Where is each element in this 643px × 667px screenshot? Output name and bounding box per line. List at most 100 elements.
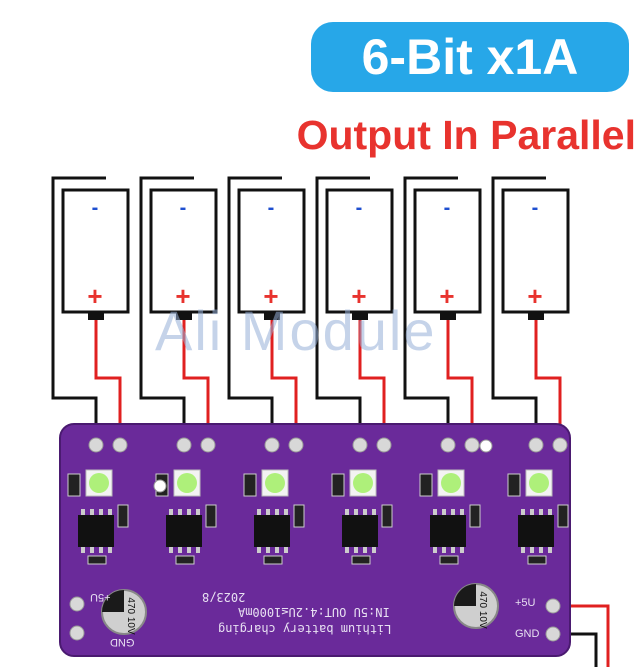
ic-pin	[433, 509, 437, 515]
positive-sign: +	[175, 281, 190, 311]
capacitor-stripe	[102, 590, 124, 612]
smd-part	[117, 504, 129, 528]
capacitor-label: 470 10V	[477, 591, 488, 629]
ic-pin	[187, 509, 191, 515]
positive-wire	[534, 318, 562, 440]
negative-sign: -	[268, 197, 275, 219]
battery-terminal	[352, 312, 368, 320]
pad-gnd-left	[69, 625, 85, 641]
ic-pin	[548, 509, 552, 515]
ic-pin	[372, 547, 376, 553]
ic-pin	[90, 547, 94, 553]
pad-5v-left	[69, 596, 85, 612]
negative-wire	[491, 176, 546, 440]
capacitor-stripe	[454, 584, 476, 606]
smd-part	[293, 504, 305, 528]
ic-pin	[451, 509, 455, 515]
ic-chip	[166, 515, 202, 547]
smd-resistor	[263, 555, 283, 565]
ic-pin	[372, 509, 376, 515]
watermark: Ali Module	[155, 299, 437, 362]
positive-sign: +	[527, 281, 542, 311]
ic-chip	[430, 515, 466, 547]
pad-positive	[376, 437, 392, 453]
positive-wire	[182, 318, 210, 440]
ic-pin	[108, 509, 112, 515]
positive-sign: +	[351, 281, 366, 311]
pad-positive	[200, 437, 216, 453]
board-label-line1: Lithium battery charging	[218, 622, 392, 636]
battery-terminal	[264, 312, 280, 320]
ic-pin	[90, 509, 94, 515]
ic-pin	[196, 509, 200, 515]
pad-negative	[440, 437, 456, 453]
mounting-hole	[479, 439, 493, 453]
mounting-hole	[153, 479, 167, 493]
battery-cell	[325, 188, 394, 314]
smd-part	[557, 504, 569, 528]
led-light	[177, 473, 197, 493]
capacitor-label: 470 10V	[125, 597, 136, 635]
smd-part	[507, 473, 521, 497]
battery-terminal	[88, 312, 104, 320]
pad-positive	[464, 437, 480, 453]
ic-pin	[266, 547, 270, 553]
ic-pin	[530, 509, 534, 515]
positive-wire	[270, 318, 298, 440]
ic-pin	[442, 509, 446, 515]
pin-label-plus-right: +5U	[515, 597, 536, 609]
ic-pin	[363, 547, 367, 553]
pad-negative	[264, 437, 280, 453]
positive-sign: +	[87, 281, 102, 311]
pad-gnd	[545, 626, 561, 642]
battery-terminal	[176, 312, 192, 320]
smd-resistor	[351, 555, 371, 565]
ic-pin	[81, 509, 85, 515]
ic-pin	[530, 547, 534, 553]
smd-resistor	[87, 555, 107, 565]
board-label-date: 2023/8	[202, 590, 246, 604]
ic-pin	[354, 547, 358, 553]
ic-pin	[284, 509, 288, 515]
ic-pin	[539, 547, 543, 553]
ic-chip	[342, 515, 378, 547]
positive-sign: +	[263, 281, 278, 311]
ic-pin	[275, 547, 279, 553]
pin-label-gnd-left: GND	[110, 636, 135, 648]
ic-pin	[108, 547, 112, 553]
ic-pin	[363, 509, 367, 515]
board-label-line2: IN:5U OUT:4.2U≤1000mA	[238, 605, 390, 619]
pad-positive	[288, 437, 304, 453]
pin-label-gnd-right: GND	[515, 628, 540, 640]
charging-board: 470 10V 470 10V	[59, 423, 571, 657]
negative-wire	[227, 176, 282, 440]
pad-negative	[176, 437, 192, 453]
ic-pin	[451, 547, 455, 553]
ic-pin	[284, 547, 288, 553]
battery-terminal	[440, 312, 456, 320]
smd-part	[381, 504, 393, 528]
ic-chip	[518, 515, 554, 547]
ic-pin	[548, 547, 552, 553]
wires	[51, 176, 610, 667]
smd-part	[419, 473, 433, 497]
ic-pin	[460, 509, 464, 515]
ic-chip	[78, 515, 114, 547]
led-light	[265, 473, 285, 493]
negative-sign: -	[532, 197, 539, 219]
ic-pin	[442, 547, 446, 553]
title-badge: 6-Bit x1A	[311, 22, 629, 92]
ic-pin	[178, 509, 182, 515]
ic-pin	[187, 547, 191, 553]
battery-cells: -+-+-+-+-+-+	[61, 188, 570, 320]
pad-negative	[88, 437, 104, 453]
smd-part	[243, 473, 257, 497]
ic-pin	[81, 547, 85, 553]
negative-wire	[51, 176, 106, 440]
battery-cell	[237, 188, 306, 314]
negative-wire	[403, 176, 458, 440]
ic-chip	[254, 515, 290, 547]
positive-wire	[358, 318, 386, 440]
ic-pin	[257, 547, 261, 553]
